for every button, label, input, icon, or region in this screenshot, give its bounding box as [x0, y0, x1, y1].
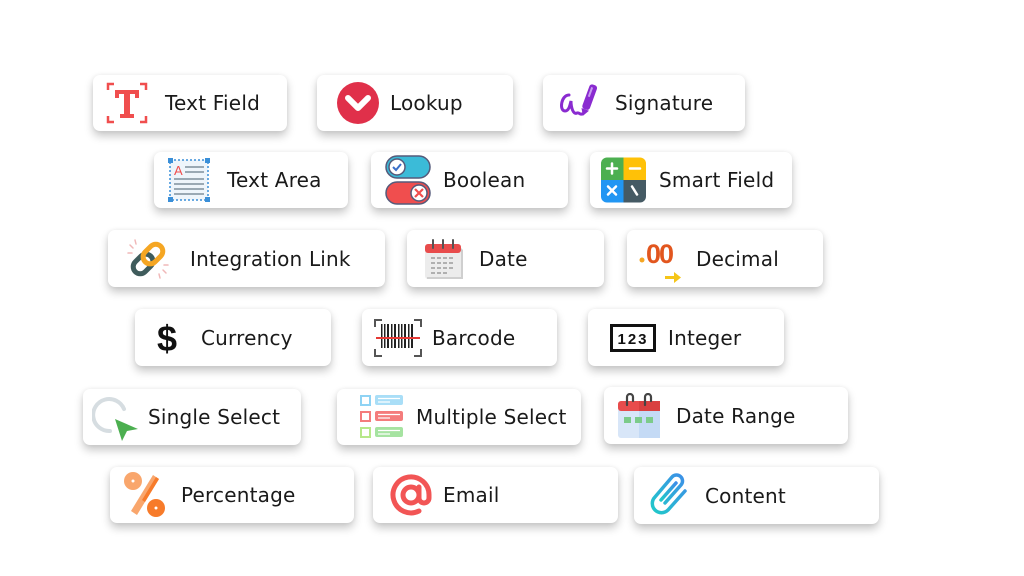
field-type-multiple-select[interactable]: Multiple Select [337, 389, 581, 445]
at-sign-icon [389, 473, 433, 517]
field-type-decimal[interactable]: 00 Decimal [627, 230, 823, 287]
field-type-single-select[interactable]: Single Select [83, 389, 301, 445]
field-type-text-field[interactable]: Text Field [93, 75, 287, 131]
field-type-integer[interactable]: 123 Integer [588, 309, 784, 366]
svg-text:00: 00 [646, 239, 673, 269]
field-type-label: Single Select [148, 405, 281, 429]
svg-text:A: A [174, 163, 183, 178]
svg-text:123: 123 [617, 331, 648, 348]
field-type-label: Integer [668, 325, 742, 350]
field-type-email[interactable]: Email [373, 467, 618, 523]
barcode-icon [374, 318, 422, 357]
chain-link-icon [126, 237, 170, 281]
percent-icon [123, 471, 167, 519]
lookup-chevron-icon [336, 81, 380, 125]
field-type-signature[interactable]: Signature [543, 75, 745, 131]
text-field-icon [105, 81, 149, 125]
field-type-label: Date Range [676, 403, 796, 428]
field-type-label: Email [443, 483, 500, 507]
field-type-label: Decimal [696, 246, 779, 271]
field-type-label: Text Field [165, 91, 260, 115]
calendar-range-icon [617, 392, 661, 439]
field-type-label: Smart Field [659, 168, 775, 192]
field-type-label: Currency [201, 325, 293, 350]
field-type-label: Content [705, 483, 786, 508]
field-type-date[interactable]: Date [407, 230, 604, 287]
field-type-label: Multiple Select [416, 405, 567, 429]
signature-pen-icon [555, 81, 599, 125]
calculator-icon [601, 157, 646, 203]
field-type-label: Text Area [227, 168, 322, 192]
integer-123-icon: 123 [610, 323, 656, 352]
checklist-icon [360, 394, 404, 440]
field-type-barcode[interactable]: Barcode [362, 309, 557, 366]
boolean-toggle-icon [385, 155, 431, 205]
field-type-label: Signature [615, 91, 714, 115]
field-type-content[interactable]: Content [634, 467, 879, 524]
field-type-label: Boolean [443, 168, 526, 192]
field-type-smart-field[interactable]: Smart Field [590, 152, 792, 208]
field-type-percentage[interactable]: Percentage [110, 467, 354, 523]
svg-text:$: $ [157, 318, 177, 358]
decimal-icon: 00 [638, 235, 686, 283]
field-type-label: Integration Link [190, 246, 351, 271]
field-type-text-area[interactable]: A Text Area [154, 152, 348, 208]
field-type-lookup[interactable]: Lookup [317, 75, 513, 131]
text-area-icon: A [168, 158, 210, 202]
paperclip-icon [647, 472, 693, 519]
cursor-select-icon [92, 393, 140, 441]
field-type-currency[interactable]: $ Currency [135, 309, 331, 366]
field-type-date-range[interactable]: Date Range [604, 387, 848, 444]
dollar-icon: $ [155, 318, 181, 358]
field-type-label: Lookup [390, 91, 463, 115]
field-type-label: Percentage [181, 483, 296, 507]
field-type-label: Barcode [432, 325, 516, 350]
calendar-icon [424, 238, 464, 280]
field-type-label: Date [479, 246, 528, 271]
field-type-boolean[interactable]: Boolean [371, 152, 568, 208]
field-type-integration-link[interactable]: Integration Link [108, 230, 385, 287]
